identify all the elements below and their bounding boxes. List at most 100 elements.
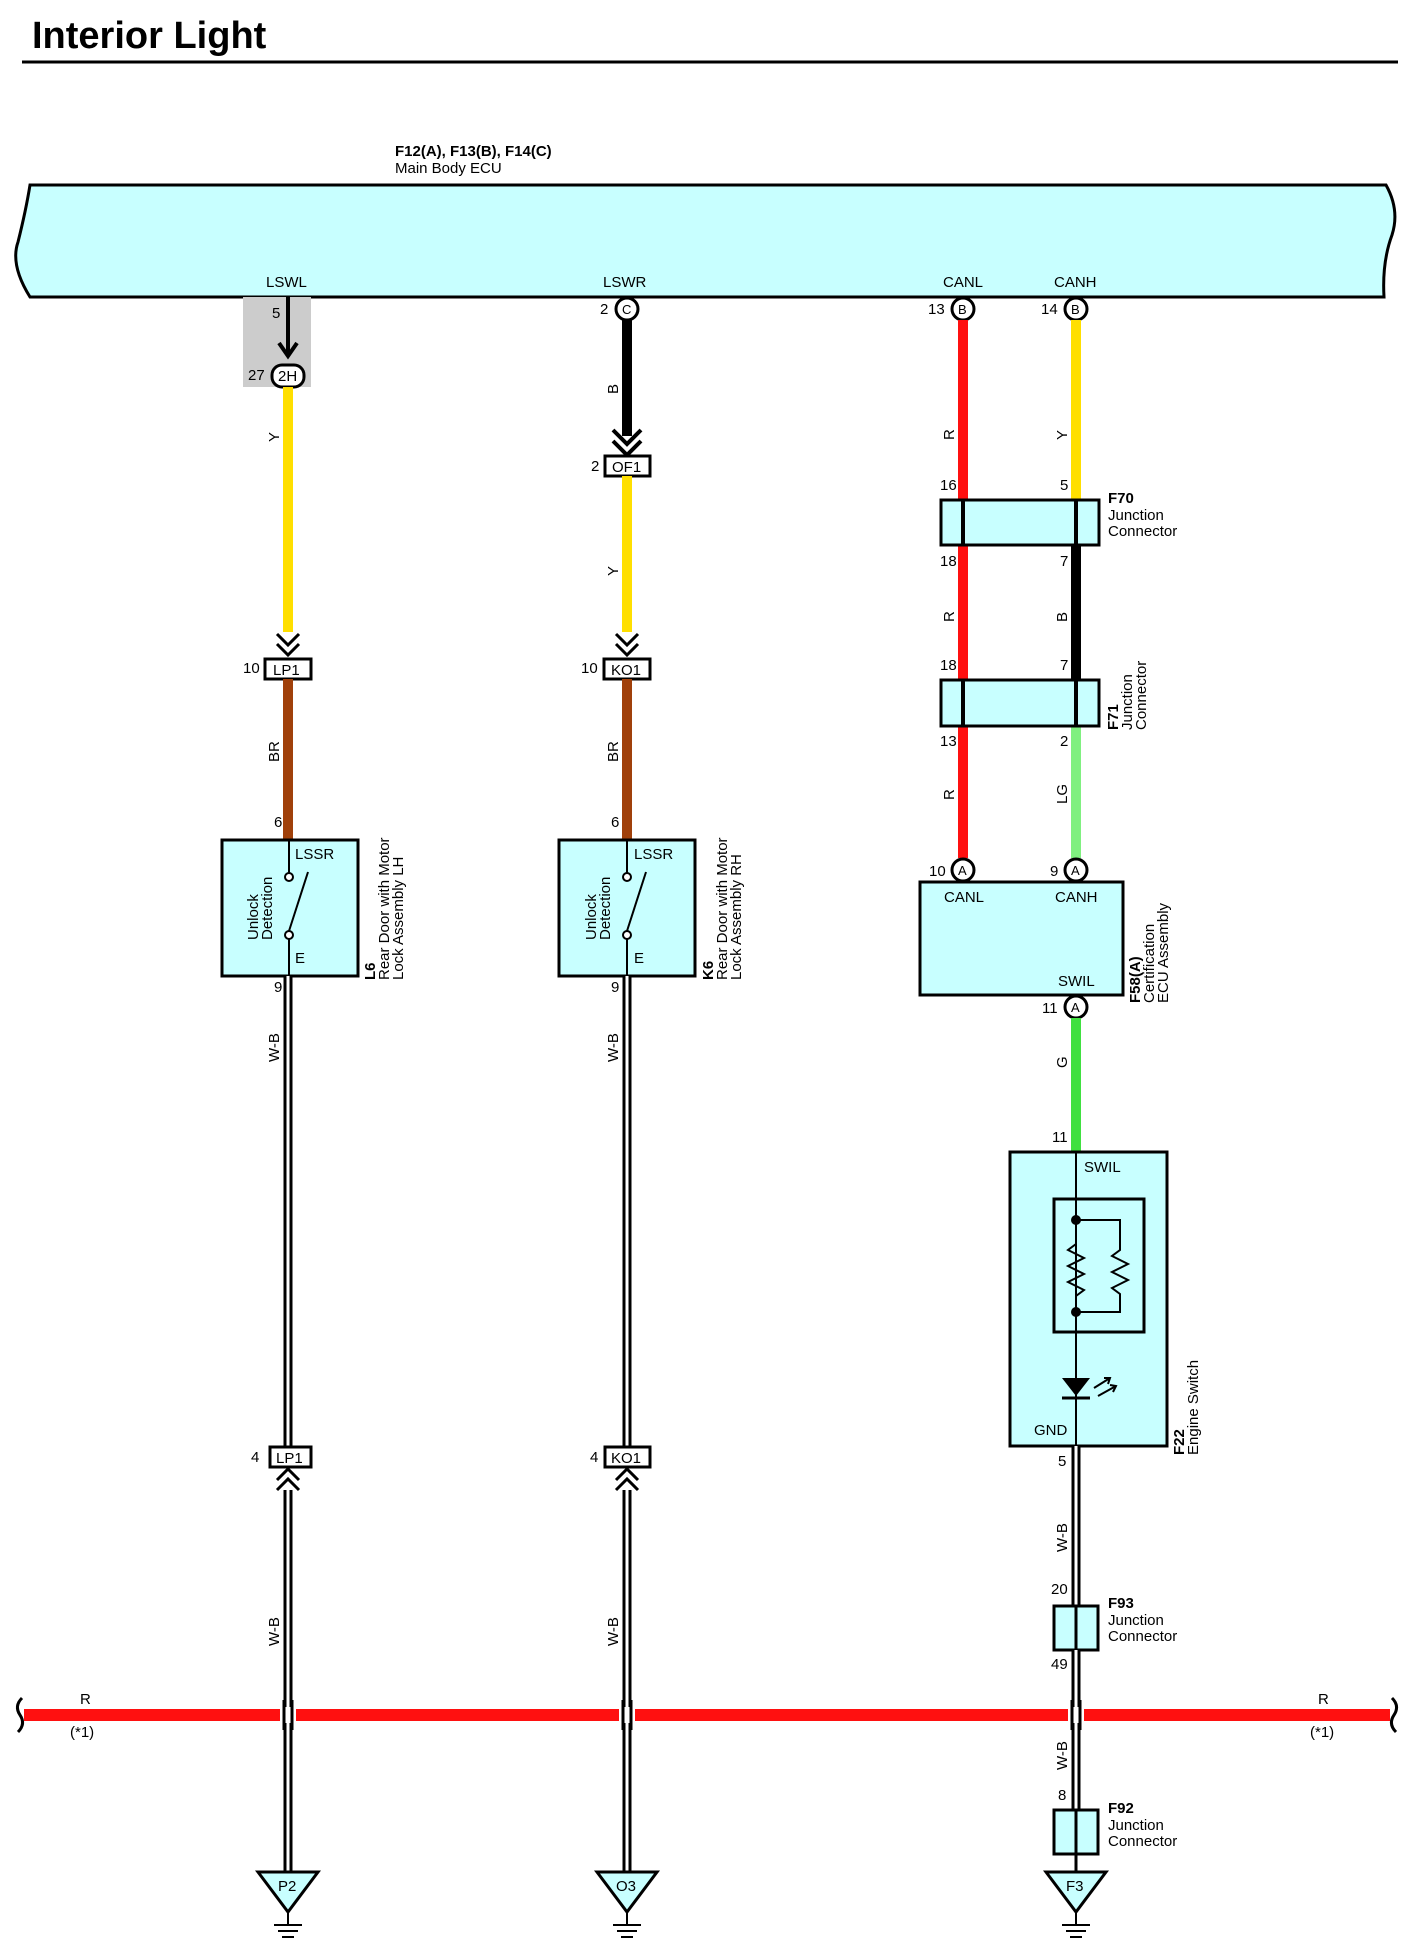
- k6-device-name-2: Lock Assembly RH: [728, 854, 745, 980]
- led-light-arrows-icon: [1093, 1377, 1118, 1397]
- inline-2h-pin: 27: [248, 367, 265, 384]
- f58-connector-a-canh-label: A: [1071, 863, 1080, 878]
- lswl-arrow: [277, 341, 299, 360]
- ecu-name: Main Body ECU: [395, 160, 502, 177]
- l6-detect-label-1: Unlock: [245, 894, 262, 940]
- f58-canh-label: CANH: [1055, 889, 1098, 906]
- f70-name-2: Connector: [1108, 523, 1177, 540]
- led-icon: [1062, 1378, 1090, 1396]
- lp1-bot-pin: 4: [251, 1449, 259, 1466]
- connector-lp1-bottom: [268, 1445, 313, 1469]
- f92-id: F92: [1108, 1800, 1134, 1817]
- f70-pin-r-top: 5: [1060, 477, 1068, 494]
- f93-name-1: Junction: [1108, 1612, 1164, 1629]
- ecu-ref: F12(A), F13(B), F14(C): [395, 143, 552, 160]
- ground-symbol-icon: [255, 1870, 321, 1915]
- wire-label-col3-wb-2: W-B: [1054, 1741, 1071, 1770]
- f71-name-1: Junction: [1119, 674, 1136, 730]
- bus-left-label: R: [80, 1691, 91, 1708]
- wire-label-col1-wb-2: W-B: [266, 1617, 283, 1646]
- l6-device-name-2: Lock Assembly LH: [390, 857, 407, 980]
- k6-detect-label-2: Detection: [597, 877, 614, 940]
- f58-pin-swil: 11: [1042, 1000, 1058, 1017]
- wire-label-col2-br: BR: [605, 741, 622, 762]
- f22-swil-label: SWIL: [1084, 1159, 1121, 1176]
- wire-label-col2-y: Y: [605, 566, 622, 576]
- k6-e-label: E: [634, 950, 644, 967]
- f22-node-top: [1071, 1215, 1081, 1225]
- wire-label-canl-2: R: [941, 611, 958, 622]
- f71-pin-l-bot: 13: [940, 733, 957, 750]
- bus-left-note: (*1): [70, 1724, 94, 1741]
- canl-connector-b-label: B: [958, 302, 967, 317]
- connector-ko1-bottom: [603, 1445, 652, 1469]
- connector-ko1-top-label: KO1: [611, 662, 641, 679]
- connector-ko1-bottom-label: KO1: [611, 1450, 641, 1467]
- f71-pin-r-bot: 2: [1060, 733, 1068, 750]
- ko1-top-chevrons: [614, 632, 640, 658]
- f58-id: F58(A): [1127, 956, 1144, 1003]
- canh-connector-b-label: B: [1071, 302, 1080, 317]
- f71-pin-r-top: 7: [1060, 657, 1068, 674]
- lswr-pin-number: 2: [600, 301, 608, 318]
- bus-break-left: [15, 1696, 25, 1734]
- wire-label-col1-y: Y: [266, 432, 283, 442]
- f92-pin-top: 8: [1058, 1787, 1066, 1804]
- l6-lssr-label: LSSR: [295, 846, 334, 863]
- bus-crossing-col1: [280, 1707, 296, 1723]
- wire-label-canl-3: R: [941, 789, 958, 800]
- k6-pin-9: 9: [611, 979, 619, 996]
- bus-crossing-col2: [619, 1707, 635, 1723]
- f71-id: F71: [1105, 704, 1122, 730]
- ecu-pin-lswl: LSWL: [266, 274, 307, 291]
- of1-pin: 2: [591, 458, 599, 475]
- lp1-top-chevrons: [275, 632, 301, 658]
- f93-pin-top: 20: [1051, 1581, 1068, 1598]
- ko1-bottom-chevrons: [614, 1466, 640, 1492]
- l6-switch-contact-top: [284, 872, 294, 882]
- connector-lp1-top-label: LP1: [273, 662, 300, 679]
- f71-name-2: Connector: [1133, 661, 1150, 730]
- l6-detect-label-2: Detection: [259, 877, 276, 940]
- f22-node-bottom: [1071, 1307, 1081, 1317]
- k6-switch-lever: [626, 871, 647, 932]
- f58-name-2: ECU Assembly: [1155, 902, 1172, 1003]
- f70-name-1: Junction: [1108, 507, 1164, 524]
- wire-label-canl-1: R: [941, 429, 958, 440]
- canl-pin-number: 13: [928, 301, 945, 318]
- ecu-pin-canl: CANL: [943, 274, 983, 291]
- f71-junction-connector: [939, 678, 1101, 728]
- f70-pin-r-bot: 7: [1060, 553, 1068, 570]
- page-title: Interior Light: [32, 15, 267, 57]
- ground-p2: P2: [255, 1870, 321, 1938]
- l6-e-label: E: [295, 950, 305, 967]
- f70-id: F70: [1108, 490, 1134, 507]
- wire-label-g: G: [1054, 1056, 1071, 1068]
- l6-switch-contact-bottom: [284, 930, 294, 940]
- wire-label-col3-wb-1: W-B: [1054, 1523, 1071, 1552]
- f93-id: F93: [1108, 1595, 1134, 1612]
- f70-pin-l-bot: 18: [940, 553, 957, 570]
- ko1-bot-pin: 4: [590, 1449, 598, 1466]
- k6-pin-6: 6: [611, 814, 619, 831]
- f70-pin-l-top: 16: [940, 477, 957, 494]
- wire-label-col2-wb-1: W-B: [605, 1033, 622, 1062]
- f58-name-1: Certification: [1141, 924, 1158, 1003]
- lp1-top-pin: 10: [243, 660, 260, 677]
- f58-canl-label: CANL: [944, 889, 984, 906]
- wire-label-col1-br: BR: [266, 741, 283, 762]
- f92-name-2: Connector: [1108, 1833, 1177, 1850]
- k6-device-name-1: Rear Door with Motor: [714, 837, 731, 980]
- bus-crossing-col3: [1068, 1707, 1084, 1723]
- f58-connector-a-canl-label: A: [958, 863, 967, 878]
- k6-detect-label-1: Unlock: [583, 894, 600, 940]
- wire-label-col2-b: B: [605, 384, 622, 394]
- k6-switch-contact-top: [622, 872, 632, 882]
- ground-f3: F3: [1043, 1870, 1109, 1938]
- wire-label-canh-2: B: [1054, 612, 1071, 622]
- f22-id: F22: [1171, 1429, 1188, 1455]
- k6-switch-contact-bottom: [622, 930, 632, 940]
- ecu-pin-lswr: LSWR: [603, 274, 647, 291]
- l6-switch-lever: [288, 871, 309, 932]
